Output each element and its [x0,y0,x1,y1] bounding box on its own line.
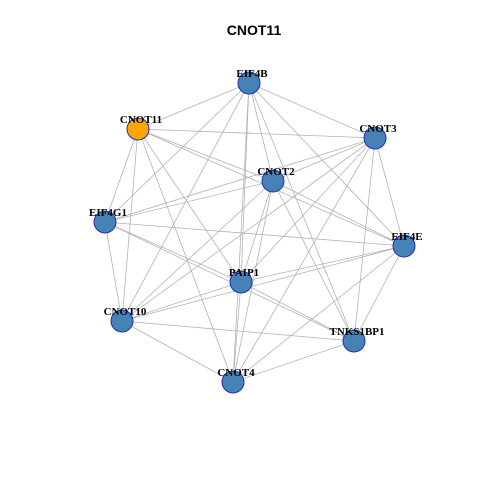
edge-cnot11-cnot3 [137,128,376,139]
node-circle [93,210,117,234]
edge-eif4b-paip1 [240,82,250,283]
node-circle [221,370,245,394]
node-circle [229,270,253,294]
edge-cnot11-eif4g1 [104,128,139,223]
node-circle [126,117,150,141]
edge-eif4b-cnot3 [248,82,376,139]
edge-eif4b-tnks1bp1 [248,82,355,342]
edge-cnot2-eif4g1 [104,180,274,223]
node-cnot2: CNOT2 [257,166,295,193]
edge-cnot11-cnot4 [137,128,234,383]
edge-cnot3-cnot4 [232,137,376,383]
diagram-title: CNOT11 [227,22,282,38]
node-circle [110,309,134,333]
edge-cnot10-tnks1bp1 [121,320,355,342]
edge-cnot10-cnot4 [121,320,234,383]
node-label: EIF4G1 [89,207,127,219]
edge-eif4b-cnot2 [248,82,274,182]
node-circle [363,126,387,150]
edge-paip1-cnot4 [232,281,242,383]
edge-cnot3-tnks1bp1 [353,137,376,342]
node-label: CNOT3 [359,123,397,135]
edge-eif4e-cnot4 [232,245,405,383]
node-label: CNOT11 [120,114,162,126]
node-label: CNOT4 [217,367,255,379]
edge-cnot2-cnot10 [121,180,274,322]
edge-paip1-cnot10 [121,281,242,322]
edge-eif4g1-cnot10 [104,221,123,322]
edge-tnks1bp1-cnot4 [232,340,355,383]
node-circle [342,329,366,353]
node-label: PAIP1 [229,267,259,279]
edge-cnot2-tnks1bp1 [272,180,355,342]
node-circle [237,71,261,95]
edge-eif4e-paip1 [240,245,405,283]
node-label: EIF4E [391,231,422,243]
edge-eif4b-cnot11 [137,82,250,130]
node-circle [392,234,416,258]
edge-cnot11-cnot2 [137,128,274,182]
edge-eif4g1-tnks1bp1 [104,221,355,342]
edge-eif4g1-eif4e [104,221,405,247]
edge-eif4g1-paip1 [104,221,242,283]
node-cnot11: CNOT11 [120,114,162,141]
node-eif4e: EIF4E [391,231,423,258]
node-cnot3: CNOT3 [359,123,397,150]
node-label: EIF4B [236,68,268,80]
edge-cnot3-cnot10 [121,137,376,322]
edge-eif4b-eif4e [248,82,405,247]
edge-eif4e-tnks1bp1 [353,245,405,342]
node-eif4g1: EIF4G1 [89,207,127,234]
node-label: TNKS1BP1 [329,326,384,338]
edge-cnot2-paip1 [240,180,274,283]
node-eif4b: EIF4B [236,68,268,95]
edge-paip1-tnks1bp1 [240,281,355,342]
node-circle [261,169,285,193]
node-label: CNOT2 [257,166,295,178]
node-paip1: PAIP1 [229,267,259,294]
edge-cnot2-eif4e [272,180,405,247]
edge-cnot3-eif4e [374,137,405,247]
edge-cnot2-cnot4 [232,180,274,383]
edge-eif4e-cnot10 [121,245,405,322]
node-cnot4: CNOT4 [217,367,255,394]
edge-cnot3-eif4g1 [104,137,376,223]
edge-cnot11-cnot10 [121,128,139,322]
edge-cnot3-cnot2 [272,137,376,182]
node-tnks1bp1: TNKS1BP1 [329,326,385,353]
edge-cnot3-paip1 [240,137,376,283]
node-cnot10: CNOT10 [104,306,147,333]
edge-cnot11-paip1 [137,128,242,283]
node-label: CNOT10 [104,306,147,318]
edge-eif4b-eif4g1 [104,82,250,223]
